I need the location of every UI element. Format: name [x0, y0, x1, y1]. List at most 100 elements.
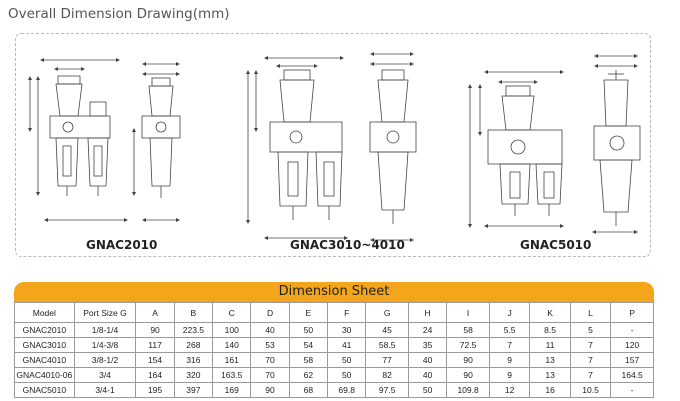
value-cell: 24: [407, 322, 448, 338]
value-cell: 82: [365, 367, 409, 383]
value-cell: 68: [288, 382, 329, 398]
dimension-sheet-title: Dimension Sheet: [14, 282, 654, 302]
value-cell: 54: [288, 337, 329, 353]
value-cell: 77: [365, 352, 409, 368]
value-cell: 62: [288, 367, 329, 383]
model-cell: GNAC2010: [14, 322, 75, 338]
value-cell: 316: [173, 352, 214, 368]
model-cell: GNAC3010: [14, 337, 75, 353]
drawing-gnac5010-front: [468, 70, 564, 228]
value-cell: 7: [569, 367, 612, 383]
column-header: Port Size G: [73, 302, 137, 323]
value-cell: 109.8: [446, 382, 490, 398]
value-cell: 90: [250, 382, 290, 398]
value-cell: 90: [446, 367, 490, 383]
drawing-gnac2010-front: [28, 58, 128, 222]
column-header: P: [610, 302, 654, 323]
value-cell: 169: [212, 382, 252, 398]
value-cell: 117: [135, 337, 175, 353]
model-cell: GNAC4010-06: [14, 367, 75, 383]
value-cell: 12: [488, 382, 531, 398]
column-header: F: [327, 302, 367, 323]
drawing-gnac2010-side: [132, 62, 181, 222]
value-cell: 7: [569, 352, 612, 368]
column-header: J: [488, 302, 531, 323]
value-cell: 53: [250, 337, 290, 353]
value-cell: 40: [407, 352, 448, 368]
value-cell: 164: [135, 367, 175, 383]
value-cell: 9: [488, 367, 531, 383]
value-cell: 268: [173, 337, 214, 353]
model-cell: GNAC4010: [14, 352, 75, 368]
value-cell: 100: [212, 322, 252, 338]
value-cell: 30: [327, 322, 367, 338]
value-cell: 1/8-1/4: [73, 322, 137, 338]
value-cell: 11: [529, 337, 571, 353]
value-cell: 70: [250, 352, 290, 368]
model-label-gnac2010: GNAC2010: [86, 238, 158, 252]
value-cell: 90: [135, 322, 175, 338]
value-cell: -: [610, 322, 654, 338]
column-header: K: [529, 302, 571, 323]
model-label-gnac5010: GNAC5010: [520, 238, 592, 252]
page-title: Overall Dimension Drawing(mm): [8, 6, 230, 22]
column-header: H: [407, 302, 448, 323]
value-cell: 97.5: [365, 382, 409, 398]
value-cell: 3/4-1: [73, 382, 137, 398]
value-cell: 140: [212, 337, 252, 353]
drawing-gnac3010-front: [246, 56, 348, 240]
value-cell: 58.5: [365, 337, 409, 353]
value-cell: 3/4: [73, 367, 137, 383]
value-cell: 72.5: [446, 337, 490, 353]
value-cell: 70: [250, 367, 290, 383]
column-header: C: [212, 302, 252, 323]
value-cell: 50: [327, 352, 367, 368]
value-cell: 3/8-1/2: [73, 352, 137, 368]
column-header: D: [250, 302, 290, 323]
column-header: E: [288, 302, 329, 323]
column-header: L: [569, 302, 612, 323]
value-cell: 154: [135, 352, 175, 368]
model-label-gnac3010-4010: GNAC3010~4010: [290, 238, 405, 252]
value-cell: 40: [250, 322, 290, 338]
value-cell: 16: [529, 382, 571, 398]
value-cell: 45: [365, 322, 409, 338]
value-cell: 58: [446, 322, 490, 338]
value-cell: 41: [327, 337, 367, 353]
value-cell: 120: [610, 337, 654, 353]
value-cell: 195: [135, 382, 175, 398]
drawing-gnac3010-side: [369, 52, 417, 242]
value-cell: 13: [529, 367, 571, 383]
column-header: G: [365, 302, 409, 323]
value-cell: 157: [610, 352, 654, 368]
value-cell: 90: [446, 352, 490, 368]
value-cell: 58: [288, 352, 329, 368]
value-cell: 9: [488, 352, 531, 368]
column-header: B: [173, 302, 214, 323]
value-cell: 397: [173, 382, 214, 398]
column-header: A: [135, 302, 175, 323]
value-cell: 5: [569, 322, 612, 338]
value-cell: 223.5: [173, 322, 214, 338]
value-cell: 164.5: [610, 367, 654, 383]
drawing-panel: GNAC2010 GNAC3010~4010 GNAC5010: [15, 33, 651, 257]
value-cell: -: [610, 382, 654, 398]
column-header: Model: [14, 302, 75, 323]
value-cell: 161: [212, 352, 252, 368]
value-cell: 50: [407, 382, 448, 398]
value-cell: 8.5: [529, 322, 571, 338]
value-cell: 10.5: [569, 382, 612, 398]
value-cell: 50: [288, 322, 329, 338]
value-cell: 5.5: [488, 322, 531, 338]
value-cell: 1/4-3/8: [73, 337, 137, 353]
technical-drawings: [28, 52, 641, 242]
drawing-gnac5010-side: [592, 54, 641, 234]
value-cell: 13: [529, 352, 571, 368]
value-cell: 7: [569, 337, 612, 353]
